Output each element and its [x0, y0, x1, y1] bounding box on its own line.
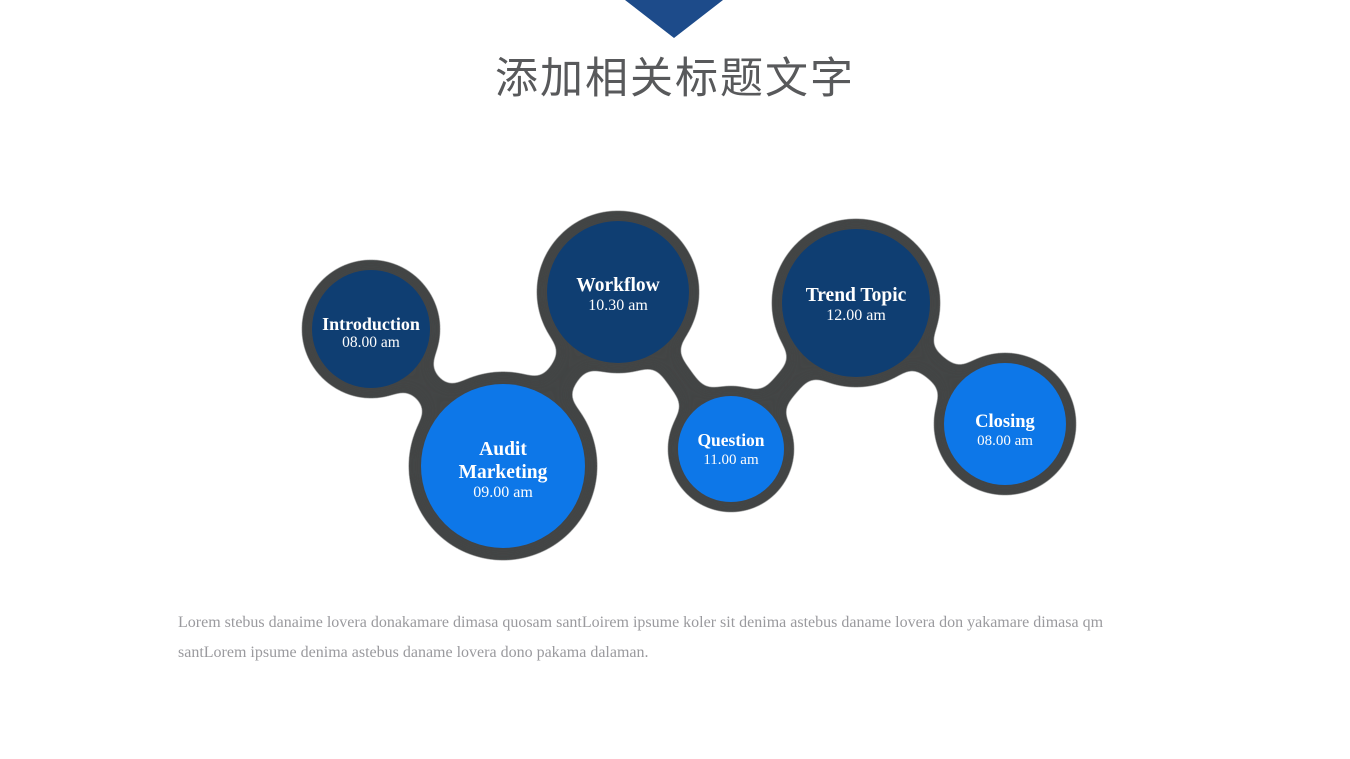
node-label: Workflow	[576, 275, 659, 296]
description-paragraph: Lorem stebus danaime lovera donakamare d…	[178, 608, 1188, 668]
diagram-node-introduction: Introduction 08.00 am	[312, 270, 430, 388]
node-time: 11.00 am	[703, 452, 759, 468]
down-arrow-icon	[625, 0, 723, 38]
node-circle	[547, 221, 689, 363]
diagram-node-trend-topic: Trend Topic 12.00 am	[782, 229, 930, 377]
node-circle	[678, 396, 784, 502]
diagram-node-closing: Closing 08.00 am	[944, 363, 1066, 485]
node-label: Marketing	[459, 462, 548, 483]
node-circle	[782, 229, 930, 377]
node-time: 10.30 am	[588, 297, 648, 314]
node-label: Closing	[975, 412, 1035, 432]
page-title: 添加相关标题文字	[495, 55, 855, 103]
diagram-node-workflow: Workflow 10.30 am	[547, 221, 689, 363]
node-circle	[421, 384, 585, 548]
diagram-node-audit-marketing: Audit Marketing 09.00 am	[421, 384, 585, 548]
node-circle	[312, 270, 430, 388]
node-circle	[944, 363, 1066, 485]
description-line-1: Lorem stebus danaime lovera donakamare d…	[178, 614, 1104, 631]
node-time: 08.00 am	[342, 334, 400, 351]
node-label: Trend Topic	[806, 285, 907, 306]
node-label: Audit	[479, 439, 527, 460]
node-label: Question	[697, 430, 764, 450]
node-time: 12.00 am	[826, 307, 886, 324]
diagram-node-question: Question 11.00 am	[678, 396, 784, 502]
description-line-2: santLorem ipsume denima astebus daname l…	[178, 644, 649, 661]
node-time: 08.00 am	[977, 433, 1033, 449]
node-time: 09.00 am	[473, 484, 533, 501]
node-label: Introduction	[322, 314, 420, 334]
